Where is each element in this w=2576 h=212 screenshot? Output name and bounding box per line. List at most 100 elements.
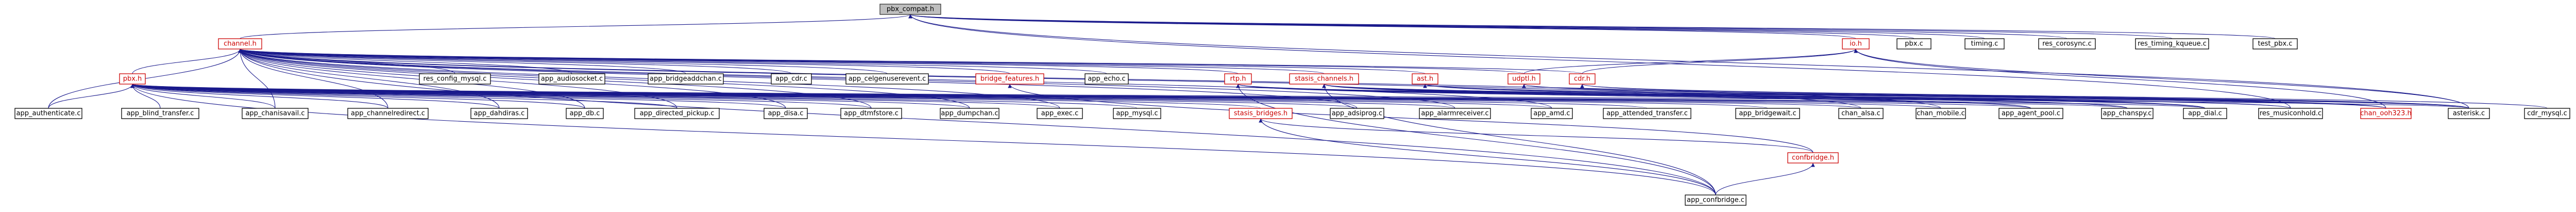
node-box — [648, 73, 724, 85]
node-confbridge-h[interactable]: confbridge.h — [1787, 152, 1839, 164]
node-app-blind-transfer-c[interactable]: app_blind_transfer.c — [121, 108, 199, 119]
edge-io-h-to-udptl-h — [1523, 48, 1858, 74]
node-box — [1569, 73, 1596, 85]
node-rtp-h[interactable]: rtp.h — [1224, 73, 1252, 85]
node-label: app_exec.c — [1041, 110, 1078, 118]
node-ast-h[interactable]: ast.h — [1412, 73, 1438, 85]
node-box — [218, 38, 262, 50]
node-app-chanspy-c[interactable]: app_chanspy.c — [2101, 108, 2154, 119]
node-app-chanisavail-c[interactable]: app_chanisavail.c — [242, 108, 309, 119]
node-box — [1419, 108, 1491, 119]
node-label: asterisk.c — [2453, 110, 2485, 118]
edge-channel-h-to-app-celgenuserevent-c — [238, 48, 888, 74]
edge-pbx-compat-h-to-res-corosync-c — [908, 14, 2067, 39]
node-app-agent-pool-c[interactable]: app_agent_pool.c — [1998, 108, 2063, 119]
node-app-disa-c[interactable]: app_disa.c — [764, 108, 808, 119]
node-label: channel.h — [224, 40, 257, 48]
node-app-exec-c[interactable]: app_exec.c — [1037, 108, 1083, 119]
node-label: cdr_mysql.c — [2527, 110, 2567, 118]
node-app-directed-pickup-c[interactable]: app_directed_pickup.c — [634, 108, 720, 119]
node-app-db-c[interactable]: app_db.c — [566, 108, 604, 119]
node-box — [242, 108, 309, 119]
node-label: chan_alsa.c — [1841, 110, 1880, 118]
node-label: cdr.h — [1574, 75, 1590, 83]
node-box — [1603, 108, 1691, 119]
edge-rtp-h-to-app-confbridge-c — [1236, 84, 1716, 195]
node-app-cdr-c[interactable]: app_cdr.c — [771, 73, 812, 85]
node-box — [1896, 38, 1931, 50]
node-box — [2135, 38, 2209, 50]
edge-pbx-h-to-app-authenticate-c — [48, 84, 134, 109]
node-res-corosync-c[interactable]: res_corosync.c — [2038, 38, 2096, 50]
node-udptl-h[interactable]: udptl.h — [1507, 73, 1540, 85]
node-label: app_echo.c — [1088, 75, 1125, 83]
node-channel-h[interactable]: channel.h — [218, 38, 262, 50]
node-label: ast.h — [1417, 75, 1433, 83]
node-pbx-c[interactable]: pbx.c — [1896, 38, 1931, 50]
node-box — [121, 108, 199, 119]
node-stasis-bridges-h[interactable]: stasis_bridges.h — [1229, 108, 1293, 119]
node-cdr-mysql-c[interactable]: cdr_mysql.c — [2524, 108, 2570, 119]
node-res-musiconhold-c[interactable]: res_musiconhold.c — [2258, 108, 2323, 119]
node-label: app_chanspy.c — [2103, 110, 2152, 118]
node-chan-ooh323-h[interactable]: chan_ooh323.h — [2360, 108, 2412, 119]
edge-channel-h-to-app-confbridge-c — [238, 48, 1716, 195]
node-bridge-features-h[interactable]: bridge_features.h — [975, 73, 1044, 85]
node-label: app_channelredirect.c — [351, 110, 425, 118]
edge-pbx-h-to-app-mysql-c — [130, 84, 1138, 109]
node-cdr-h[interactable]: cdr.h — [1569, 73, 1596, 85]
node-test-pbx-c[interactable]: test_pbx.c — [2252, 38, 2298, 50]
node-label: pbx.c — [1905, 40, 1923, 48]
node-app-audiosocket-c[interactable]: app_audiosocket.c — [538, 73, 605, 85]
edge-pbx-h-to-app-disa-c — [130, 84, 786, 109]
node-box — [2183, 108, 2227, 119]
node-box — [840, 108, 902, 119]
edge-pbx-compat-h-to-io-h — [908, 14, 1856, 39]
node-app-confbridge-c[interactable]: app_confbridge.c — [1685, 194, 1747, 206]
node-app-dtmfstore-c[interactable]: app_dtmfstore.c — [840, 108, 902, 119]
node-label: app_dtmfstore.c — [844, 110, 899, 118]
node-pbx-compat-h[interactable]: pbx_compat.h — [879, 4, 941, 15]
node-chan-alsa-c[interactable]: chan_alsa.c — [1838, 108, 1884, 119]
node-app-adsiprog-c[interactable]: app_adsiprog.c — [1330, 108, 1384, 119]
node-app-celgenuserevent-c[interactable]: app_celgenuserevent.c — [845, 73, 929, 85]
node-box — [1229, 108, 1293, 119]
node-res-config-mysql-c[interactable]: res_config_mysql.c — [419, 73, 491, 85]
node-box — [1735, 108, 1800, 119]
node-app-bridgewait-c[interactable]: app_bridgewait.c — [1735, 108, 1800, 119]
node-app-mysql-c[interactable]: app_mysql.c — [1113, 108, 1161, 119]
node-app-attended-transfer-c[interactable]: app_attended_transfer.c — [1603, 108, 1691, 119]
node-res-timing-kqueue-c[interactable]: res_timing_kqueue.c — [2135, 38, 2209, 50]
node-box — [771, 73, 812, 85]
node-box — [1838, 108, 1884, 119]
node-app-authenticate-c[interactable]: app_authenticate.c — [14, 108, 82, 119]
node-app-bridgeaddchan-c[interactable]: app_bridgeaddchan.c — [648, 73, 724, 85]
node-app-amd-c[interactable]: app_amd.c — [1531, 108, 1573, 119]
node-box — [1998, 108, 2063, 119]
node-app-alarmreceiver-c[interactable]: app_alarmreceiver.c — [1419, 108, 1491, 119]
node-label: rtp.h — [1230, 75, 1246, 83]
node-box — [764, 108, 808, 119]
node-box — [1507, 73, 1540, 85]
node-asterisk-c[interactable]: asterisk.c — [2448, 108, 2490, 119]
edge-pbx-h-to-app-channelredirect-c — [130, 84, 388, 109]
node-app-echo-c[interactable]: app_echo.c — [1084, 73, 1129, 85]
edge-channel-h-to-app-bridgeaddchan-c — [238, 48, 686, 74]
node-app-channelredirect-c[interactable]: app_channelredirect.c — [347, 108, 429, 119]
node-label: app_confbridge.c — [1687, 197, 1744, 204]
node-label: app_chanisavail.c — [245, 110, 304, 118]
node-timing-c[interactable]: timing.c — [1964, 38, 2005, 50]
node-io-h[interactable]: io.h — [1842, 38, 1870, 50]
node-app-dumpchan-c[interactable]: app_dumpchan.c — [940, 108, 999, 119]
node-chan-mobile-c[interactable]: chan_mobile.c — [1916, 108, 1966, 119]
edge-pbx-h-to-app-db-c — [130, 84, 585, 109]
node-box — [119, 73, 146, 85]
node-box — [2524, 108, 2570, 119]
node-app-dahdiras-c[interactable]: app_dahdiras.c — [470, 108, 528, 119]
node-app-dial-c[interactable]: app_dial.c — [2183, 108, 2227, 119]
node-pbx-h[interactable]: pbx.h — [119, 73, 146, 85]
node-label: app_dahdiras.c — [474, 110, 525, 118]
edge-bridge-features-h-to-confbridge-h — [1008, 84, 1814, 153]
node-label: app_bridgeaddchan.c — [650, 75, 722, 83]
node-stasis-channels-h[interactable]: stasis_channels.h — [1289, 73, 1359, 85]
